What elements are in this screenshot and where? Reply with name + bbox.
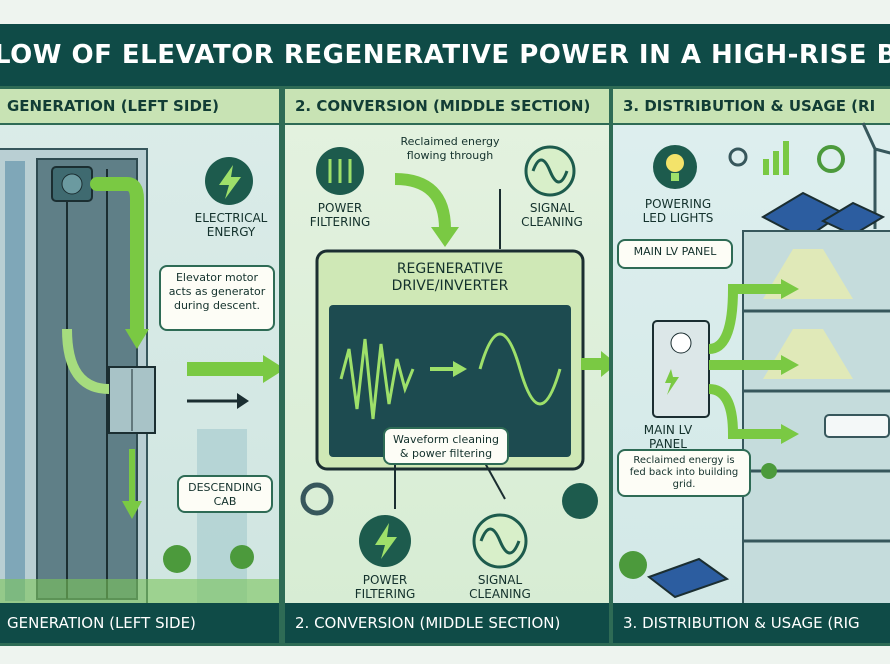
- conversion-footer: 2. CONVERSION (MIDDLE SECTION): [285, 603, 609, 643]
- tree-icon: [163, 545, 191, 573]
- generation-header: GENERATION (LEFT SIDE): [0, 89, 279, 125]
- top-power-filtering-label: POWER FILTERING: [309, 201, 371, 229]
- conversion-header: 2. CONVERSION (MIDDLE SECTION): [285, 89, 609, 125]
- generation-footer: GENERATION (LEFT SIDE): [0, 603, 279, 643]
- raw-waveform: [339, 338, 415, 420]
- main-lv-panel-top-label: MAIN LV PANEL: [617, 239, 733, 269]
- flow-arrow: [431, 227, 459, 247]
- distribution-header-text: 3. DISTRIBUTION & USAGE (RI: [623, 97, 876, 115]
- bar-chart-icon: [763, 159, 769, 175]
- led-lights-label: POWERING LED LIGHTS: [642, 197, 714, 225]
- clean-waveform: [478, 332, 562, 406]
- conversion-illustration: [300, 145, 609, 569]
- bottom-power-filtering-label: POWER FILTERING: [354, 573, 416, 601]
- air-conditioner: [824, 414, 890, 438]
- distribution-illustration: [619, 122, 890, 612]
- tree-icon: [619, 551, 647, 579]
- bottom-signal-cleaning-label: SIGNAL CLEANING: [469, 573, 531, 601]
- generation-illustration: [0, 148, 279, 610]
- grid-note: Reclaimed energy is fed back into buildi…: [617, 449, 751, 497]
- generation-header-text: GENERATION (LEFT SIDE): [7, 97, 219, 115]
- distribution-footer: 3. DISTRIBUTION & USAGE (RIG: [613, 603, 890, 643]
- page-title: LOW OF ELEVATOR REGENERATIVE POWER IN A …: [0, 40, 890, 70]
- building-windows-column: [5, 161, 25, 601]
- flow-note: Reclaimed energy flowing through: [400, 135, 500, 162]
- eco-gear-icon: [817, 145, 845, 173]
- motor-note: Elevator motor acts as generator during …: [159, 265, 275, 331]
- distribution-arrow: [708, 284, 783, 354]
- conversion-panel: 2. CONVERSION (MIDDLE SECTION): [282, 86, 612, 646]
- main-lv-panel-label: MAIN LV PANEL: [643, 423, 693, 451]
- cab-label: DESCENDING CAB: [177, 475, 273, 513]
- gear-icon: [300, 482, 334, 516]
- distribution-panel: 3. DISTRIBUTION & USAGE (RI: [610, 86, 890, 646]
- power-gear-icon: [562, 483, 598, 519]
- generation-footer-text: GENERATION (LEFT SIDE): [7, 614, 196, 632]
- electrical-energy-label: ELECTRICAL ENERGY: [194, 211, 268, 239]
- conversion-footer-text: 2. CONVERSION (MIDDLE SECTION): [295, 614, 561, 632]
- energy-flow-arrow: [90, 177, 144, 336]
- conversion-header-text: 2. CONVERSION (MIDDLE SECTION): [295, 97, 591, 115]
- distribution-header: 3. DISTRIBUTION & USAGE (RI: [613, 89, 890, 125]
- generation-panel: GENERATION (LEFT SIDE): [0, 86, 282, 646]
- waveform-note: Waveform cleaning & power filtering: [383, 427, 509, 465]
- gear-icon: [728, 147, 748, 167]
- distribution-footer-text: 3. DISTRIBUTION & USAGE (RIG: [623, 614, 860, 632]
- top-signal-cleaning-label: SIGNAL CLEANING: [521, 201, 583, 229]
- drive-title: REGENERATIVE DRIVE/INVERTER: [391, 261, 509, 294]
- title-bar: LOW OF ELEVATOR REGENERATIVE POWER IN A …: [0, 24, 890, 86]
